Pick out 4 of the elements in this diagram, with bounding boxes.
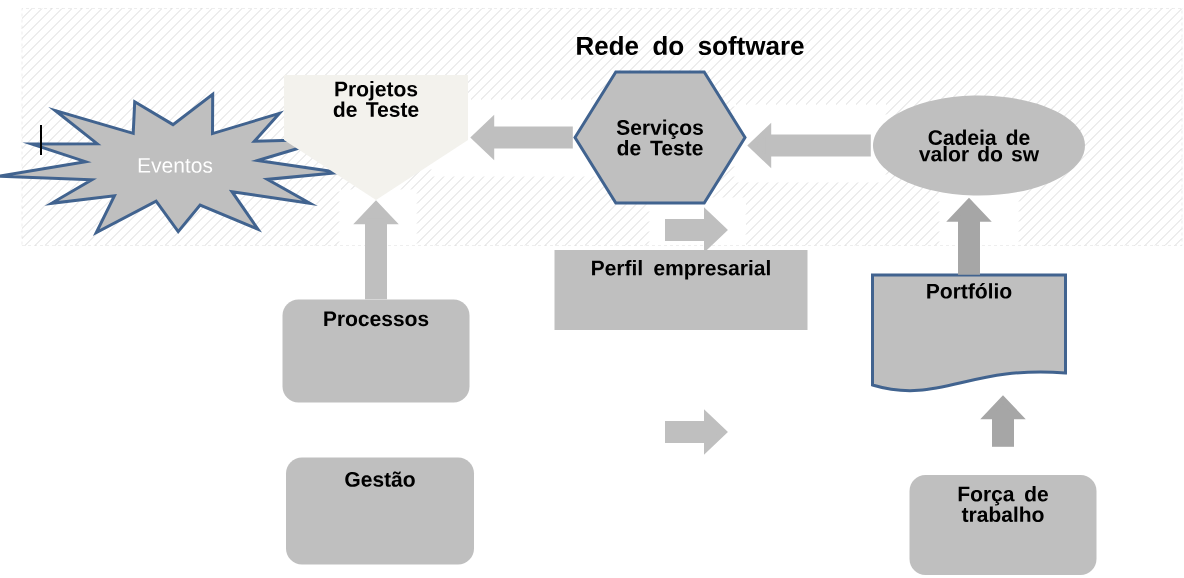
rounded-box: Processos [282,299,470,403]
rounded-box: Gestão [286,457,474,565]
process-box: Perfil empresarial [554,250,808,330]
rounded-box: Força de trabalho [909,475,1097,575]
